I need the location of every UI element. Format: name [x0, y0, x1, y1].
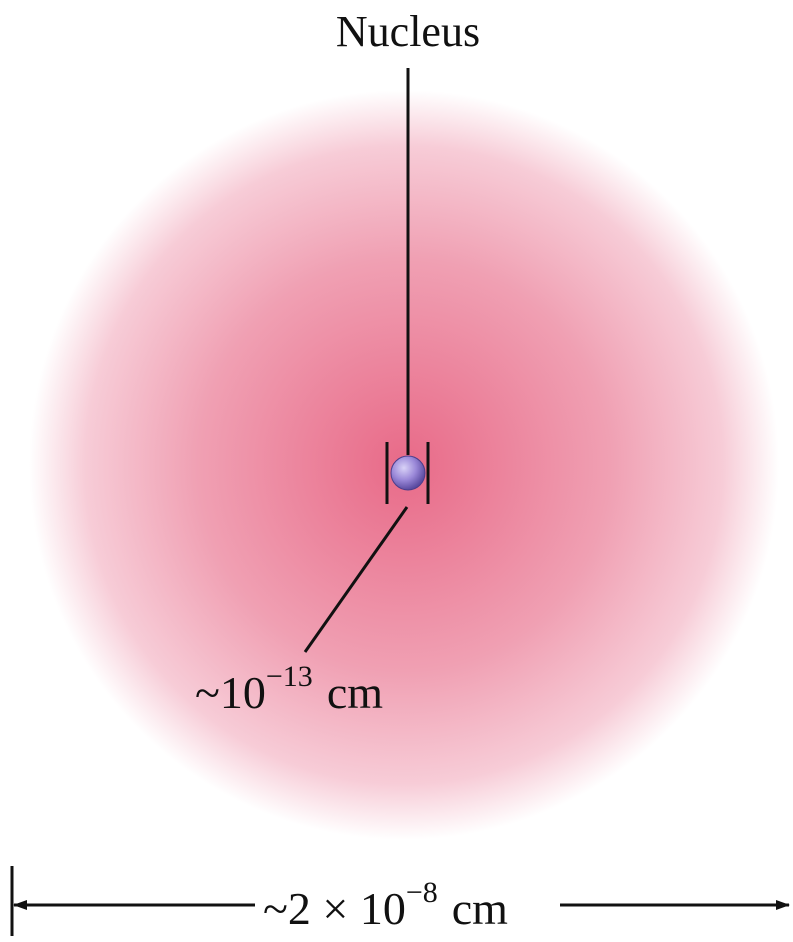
atom-size-exponent: −8: [406, 876, 438, 909]
nucleus-size-leader-line: [303, 506, 409, 653]
nucleus-label: Nucleus: [336, 7, 480, 56]
nucleus-size-prefix: ~10: [195, 667, 266, 718]
atom-size-unit: cm: [452, 883, 508, 934]
nucleus-size-label: ~10−13 cm: [195, 660, 383, 718]
atom-size-label: ~2 × 10−8 cm: [263, 876, 508, 934]
atom-size-prefix: ~2 × 10: [263, 883, 406, 934]
nucleus: [390, 455, 426, 491]
nucleus-size-exponent: −13: [266, 660, 313, 693]
nucleus-size-unit: cm: [327, 667, 383, 718]
